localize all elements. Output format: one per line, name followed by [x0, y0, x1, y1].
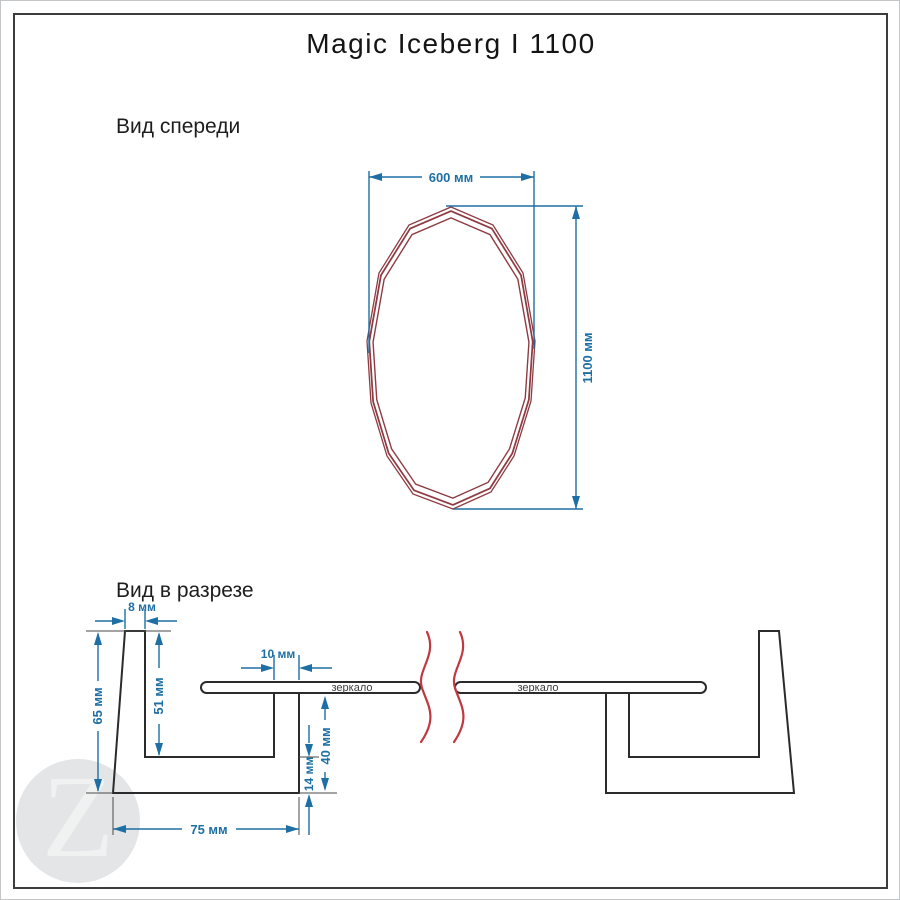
watermark-letter: Z	[41, 751, 115, 882]
dim-front-width-text: 600 мм	[429, 170, 474, 185]
dim-75mm-text: 75 мм	[190, 822, 227, 837]
dim-10mm-text: 10 мм	[261, 647, 296, 661]
mirror-outline-outer	[366, 206, 536, 510]
dim-lip-height: 40 мм	[318, 696, 333, 791]
break-lines	[419, 630, 465, 744]
dim-14mm-text: 14 мм	[302, 757, 316, 792]
dim-front-width: 600 мм	[368, 170, 535, 353]
dim-40mm-text: 40 мм	[318, 727, 333, 764]
section-view-label: Вид в разрезе	[116, 579, 254, 602]
mirror-glass-right	[454, 681, 707, 694]
dim-inner-depth: 51 мм	[151, 632, 166, 756]
front-view-label: Вид спереди	[116, 115, 240, 138]
dim-front-height: 1100 мм	[446, 205, 595, 510]
dim-base-width: 75 мм	[113, 822, 299, 837]
front-view-mirror-outline	[366, 206, 536, 510]
section-right-profile	[605, 630, 796, 794]
dim-51mm-text: 51 мм	[151, 677, 166, 714]
mirror-glass-right-label: зеркало	[518, 682, 559, 694]
dim-65mm-text: 65 мм	[90, 687, 105, 724]
page-title: Magic Iceberg I 1100	[306, 28, 595, 59]
mirror-outline-middle	[368, 210, 534, 506]
break-line-right	[452, 630, 465, 744]
dim-profile-height: 65 мм	[90, 632, 105, 792]
drawing-border	[13, 13, 888, 889]
mirror-glass-left-label: зеркало	[332, 682, 373, 694]
watermark-circle: Z	[16, 751, 140, 883]
mirror-glass-left	[200, 681, 421, 694]
break-line-left	[419, 630, 432, 744]
dim-lip-width: 10 мм	[241, 647, 332, 680]
dim-profile-top-width: 8 мм	[95, 600, 177, 629]
dim-base-thickness: 14 мм	[302, 725, 316, 835]
mirror-outline-inner	[372, 217, 530, 499]
dim-front-height-text: 1100 мм	[580, 332, 595, 383]
dim-8mm-text: 8 мм	[128, 600, 156, 614]
